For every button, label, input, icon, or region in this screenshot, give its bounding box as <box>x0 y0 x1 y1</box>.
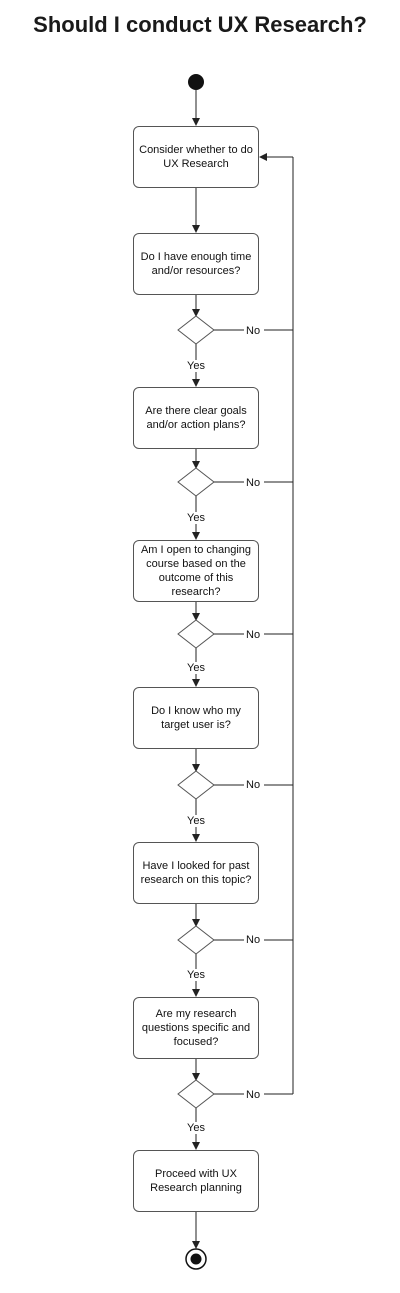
decision-diamond <box>177 619 215 649</box>
step-past-research: Have I looked for past research on this … <box>133 842 259 904</box>
no-label: No <box>245 934 262 946</box>
decision-diamond <box>177 925 215 955</box>
step-open-to-change: Am I open to changing course based on th… <box>133 540 259 602</box>
step-time-resources: Do I have enough time and/or resources? <box>133 233 259 295</box>
decision-diamond <box>177 1079 215 1109</box>
step-target-user: Do I know who my target user is? <box>133 687 259 749</box>
diagram-title: Should I conduct UX Research? <box>33 12 367 37</box>
decision-diamond <box>177 770 215 800</box>
no-label: No <box>245 325 262 337</box>
step-specific-questions: Are my research questions specific and f… <box>133 997 259 1059</box>
no-label: No <box>245 1089 262 1101</box>
no-label: No <box>245 477 262 489</box>
yes-label: Yes <box>186 969 206 981</box>
yes-label: Yes <box>186 360 206 372</box>
no-label: No <box>245 779 262 791</box>
start-node <box>188 74 204 90</box>
step-clear-goals: Are there clear goals and/or action plan… <box>133 387 259 449</box>
no-label: No <box>245 629 262 641</box>
yes-label: Yes <box>186 662 206 674</box>
yes-label: Yes <box>186 1122 206 1134</box>
yes-label: Yes <box>186 815 206 827</box>
step-proceed-planning: Proceed with UX Research planning <box>133 1150 259 1212</box>
decision-diamond <box>177 467 215 497</box>
step-consider-research: Consider whether to do UX Research <box>133 126 259 188</box>
end-node-dot <box>190 1253 202 1265</box>
decision-diamond <box>177 315 215 345</box>
yes-label: Yes <box>186 512 206 524</box>
